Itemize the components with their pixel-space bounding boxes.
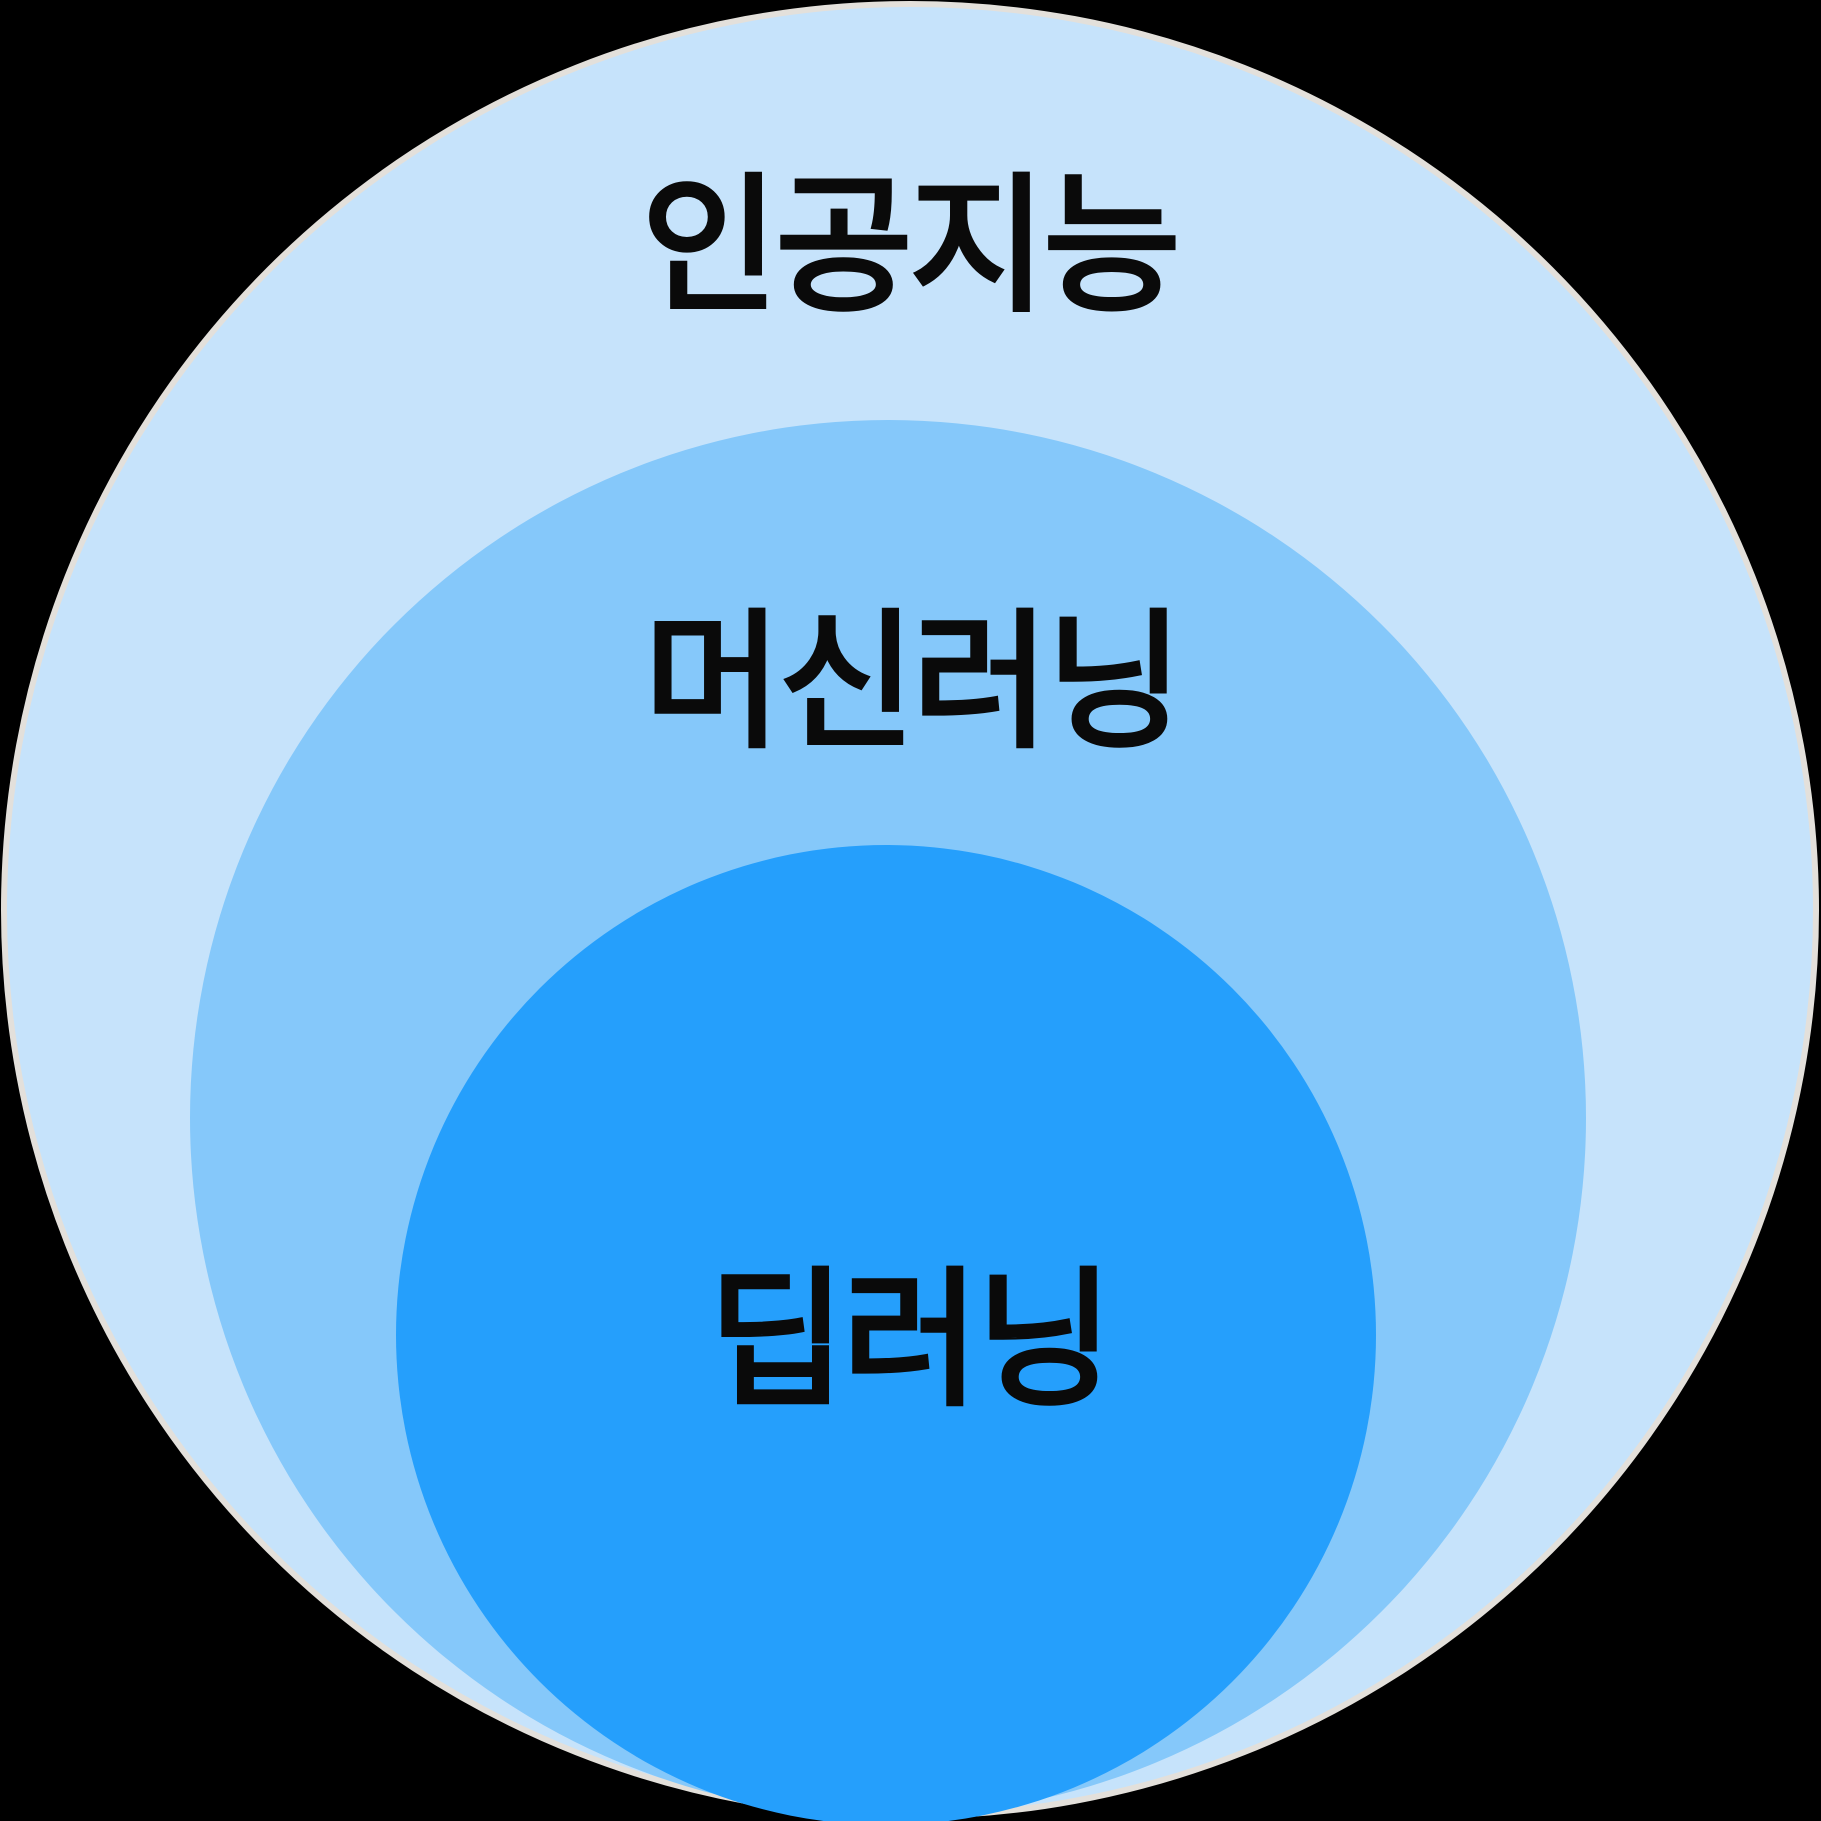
machine-learning-label: 머신러닝 (643, 598, 1184, 766)
deep-learning-circle (396, 845, 1376, 1821)
deep-learning-label: 딥러닝 (707, 1256, 1114, 1424)
artificial-intelligence-label: 인공지능 (640, 162, 1181, 330)
